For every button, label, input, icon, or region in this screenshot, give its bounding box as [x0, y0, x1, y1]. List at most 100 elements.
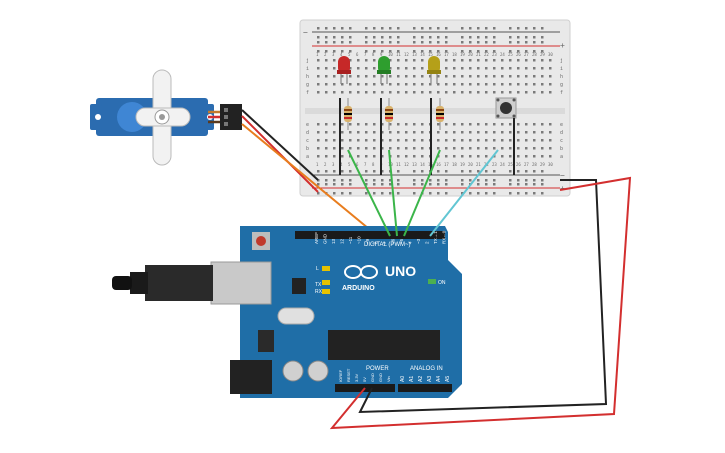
column-number: 23	[492, 52, 497, 57]
column-number: 17	[444, 162, 449, 167]
column-number: 2	[324, 52, 327, 57]
breadboard-holes	[317, 27, 552, 195]
digital-pin-label: RX←0	[442, 230, 447, 244]
column-number: 19	[460, 52, 465, 57]
column-number: 1	[316, 162, 319, 167]
power-label: POWER	[366, 366, 389, 372]
column-number: 16	[436, 162, 441, 167]
row-letter: d	[306, 130, 309, 136]
digital-pin-label: ~5	[399, 238, 404, 244]
rail-minus-label: −	[303, 28, 308, 37]
column-number: 14	[420, 52, 425, 57]
column-number: 13	[412, 52, 417, 57]
column-number: 27	[524, 162, 529, 167]
column-number: 18	[452, 162, 457, 167]
column-number: 17	[444, 52, 449, 57]
resistor-2[interactable]	[385, 98, 393, 130]
column-number: 21	[476, 52, 481, 57]
digital-pin-label: ~10	[357, 236, 362, 244]
power-wires	[329, 176, 632, 430]
column-number: 3	[332, 52, 335, 57]
column-number: 24	[500, 52, 505, 57]
column-number: 30	[548, 52, 553, 57]
rail-plus-label-bottom: +	[560, 184, 565, 193]
column-number: 15	[428, 52, 433, 57]
row-letter: a	[560, 154, 563, 160]
column-number: 22	[484, 52, 489, 57]
column-number: 10	[388, 52, 393, 57]
column-number: 8	[372, 52, 375, 57]
on-label: ON	[438, 280, 446, 286]
row-letter: e	[306, 122, 309, 128]
column-number: 3	[332, 162, 335, 167]
l-label: L	[316, 266, 319, 272]
resistor-1[interactable]	[344, 98, 352, 130]
column-number: 24	[500, 162, 505, 167]
digital-pin-label: GND	[323, 233, 328, 244]
digital-label: DIGITAL (PWM~)	[364, 242, 411, 248]
resistor-3[interactable]	[436, 98, 444, 130]
row-letter: d	[560, 130, 563, 136]
row-letter: b	[560, 146, 563, 152]
analog-pin-label: A2	[418, 376, 424, 382]
power-pin-label: Vin	[386, 376, 391, 382]
arduino-logo-text: ARDUINO	[342, 285, 375, 292]
column-number: 4	[340, 52, 343, 57]
row-letter: i	[306, 66, 309, 72]
column-number: 21	[476, 162, 481, 167]
column-number: 19	[460, 162, 465, 167]
digital-pin-label: ~6	[391, 238, 396, 244]
yellow-led[interactable]	[427, 56, 441, 84]
power-pin-label: GND	[370, 373, 375, 382]
pushbutton[interactable]	[495, 97, 517, 119]
digital-pin-label: 13	[331, 238, 336, 244]
column-number: 9	[380, 52, 383, 57]
column-number: 27	[524, 52, 529, 57]
signal-wires	[347, 149, 499, 237]
rail-plus-label: +	[560, 41, 565, 50]
column-number: 4	[340, 162, 343, 167]
digital-pin-label: 7	[382, 241, 387, 244]
tx-label: TX	[315, 282, 322, 288]
column-number: 14	[420, 162, 425, 167]
digital-pin-label: 2	[425, 241, 430, 244]
column-number: 5	[348, 52, 351, 57]
green-led[interactable]	[377, 56, 391, 84]
column-number: 11	[396, 162, 401, 167]
row-letter: f	[306, 90, 309, 96]
digital-pin-label: TX→1	[433, 231, 438, 244]
arduino-uno[interactable]: DIGITAL (PWM~) UNO ARDUINO ON TX RX L PO…	[112, 226, 462, 398]
analog-pin-label: A5	[445, 376, 451, 382]
analog-pin-label: A4	[436, 376, 442, 382]
rail-minus-label-bottom: −	[560, 171, 565, 180]
digital-pin-label: AREF	[314, 232, 319, 244]
row-letter: e	[560, 122, 563, 128]
analog-pin-label: A3	[427, 376, 433, 382]
digital-pin-label: 12	[340, 238, 345, 244]
analog-pin-label: A1	[409, 376, 415, 382]
servo-motor[interactable]	[90, 69, 242, 166]
column-number: 23	[492, 162, 497, 167]
power-pin-label: 3.3V	[354, 373, 359, 382]
red-led[interactable]	[337, 56, 351, 84]
column-number: 20	[468, 52, 473, 57]
column-number: 18	[452, 52, 457, 57]
column-number: 28	[532, 52, 537, 57]
column-number: 26	[516, 162, 521, 167]
row-letter: g	[306, 82, 309, 88]
column-number: 6	[356, 162, 359, 167]
digital-pin-label: 8	[374, 241, 379, 244]
column-number: 8	[372, 162, 375, 167]
column-number: 6	[356, 52, 359, 57]
row-letter: i	[560, 66, 563, 72]
column-number: 20	[468, 162, 473, 167]
column-number: 29	[540, 52, 545, 57]
analog-label: ANALOG IN	[410, 366, 443, 372]
